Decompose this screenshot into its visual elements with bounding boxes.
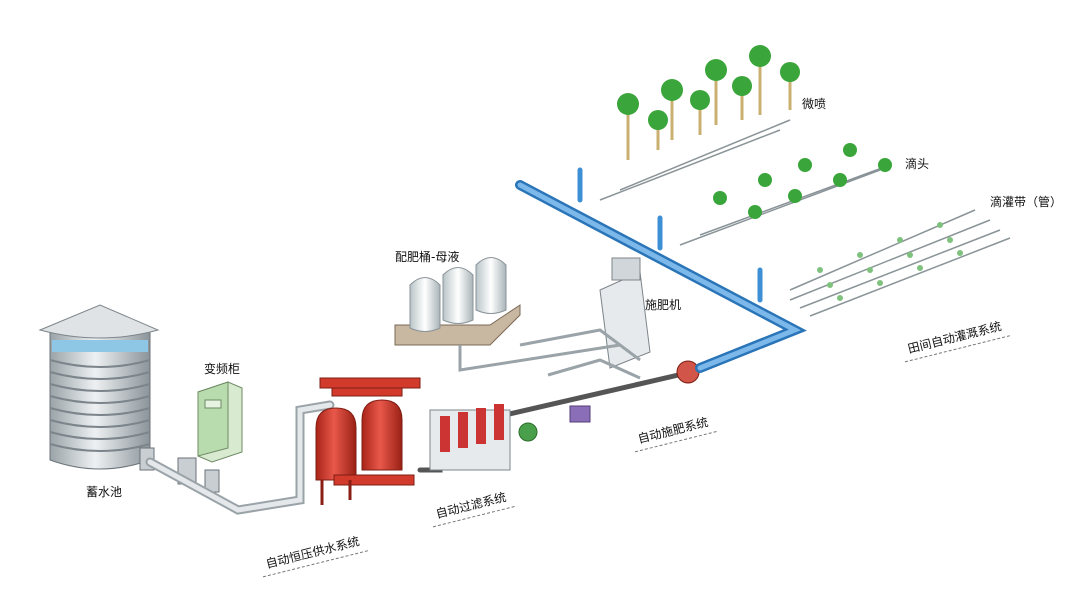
sand-filter-tanks: [315, 377, 421, 505]
disc-filter-array: [429, 404, 511, 471]
seedling-rows: [817, 222, 963, 301]
vfd-cabinet: [197, 381, 243, 463]
palm-trees: [626, 60, 792, 160]
micro-spray-label: 微喷: [802, 97, 827, 111]
blue-distribution-pipe: [515, 167, 807, 373]
vfd-cabinet-label: 变频柜: [204, 362, 241, 376]
fertigation-machine: [599, 257, 651, 369]
drip-tape-label: 滴灌带（管）: [990, 195, 1063, 209]
fert-tanks-label: 配肥桶-母液: [395, 250, 460, 264]
reservoir-label: 蓄水池: [86, 485, 123, 499]
shrub-plants: [713, 143, 892, 219]
inline-valves: [518, 360, 700, 442]
fertigation-pipes: [458, 328, 641, 380]
reservoir-tank: [38, 304, 160, 470]
fertilizer-tanks: [394, 257, 521, 346]
fertigation-machine-label: 施肥机: [645, 298, 682, 312]
dripper-label: 滴头: [905, 157, 930, 171]
palm-fronds: [617, 45, 800, 130]
